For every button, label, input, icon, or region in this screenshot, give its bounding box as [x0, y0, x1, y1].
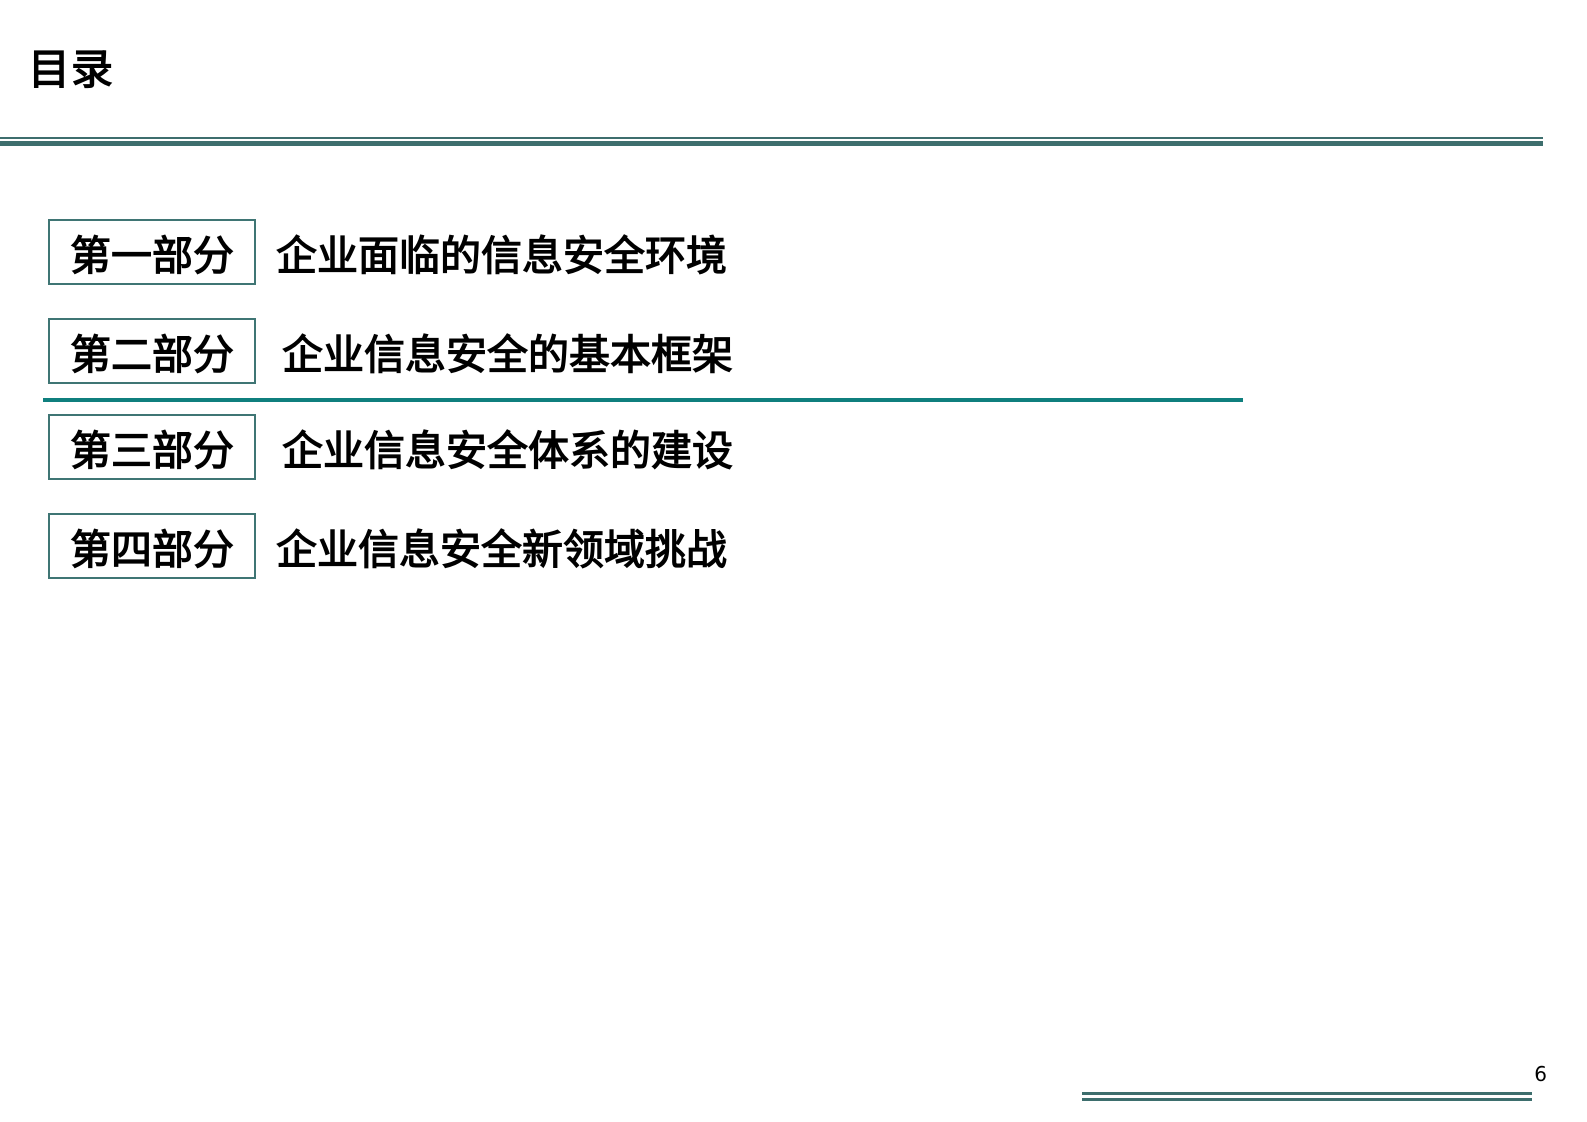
part-label-box: 第一部分 — [48, 219, 256, 285]
header-divider-thin — [0, 137, 1543, 139]
part-title: 企业信息安全新领域挑战 — [276, 526, 727, 574]
part-title: 企业信息安全的基本框架 — [282, 331, 733, 379]
footer-divider-top — [1082, 1092, 1532, 1095]
header-divider-thick — [0, 141, 1543, 146]
toc-item-part-3[interactable]: 第三部分 企业信息安全体系的建设 — [48, 413, 733, 481]
part-title: 企业信息安全体系的建设 — [282, 427, 733, 475]
toc-item-part-1[interactable]: 第一部分 企业面临的信息安全环境 — [48, 218, 727, 286]
current-section-underline — [43, 398, 1243, 402]
part-title: 企业面临的信息安全环境 — [276, 232, 727, 280]
toc-item-part-4[interactable]: 第四部分 企业信息安全新领域挑战 — [48, 512, 727, 580]
page-number: 6 — [1534, 1062, 1547, 1086]
part-label-box: 第三部分 — [48, 414, 256, 480]
part-label-box: 第四部分 — [48, 513, 256, 579]
footer-divider-bottom — [1082, 1098, 1532, 1101]
page-title: 目录 — [28, 45, 115, 94]
part-label-box: 第二部分 — [48, 318, 256, 384]
toc-item-part-2[interactable]: 第二部分 企业信息安全的基本框架 — [48, 317, 733, 385]
